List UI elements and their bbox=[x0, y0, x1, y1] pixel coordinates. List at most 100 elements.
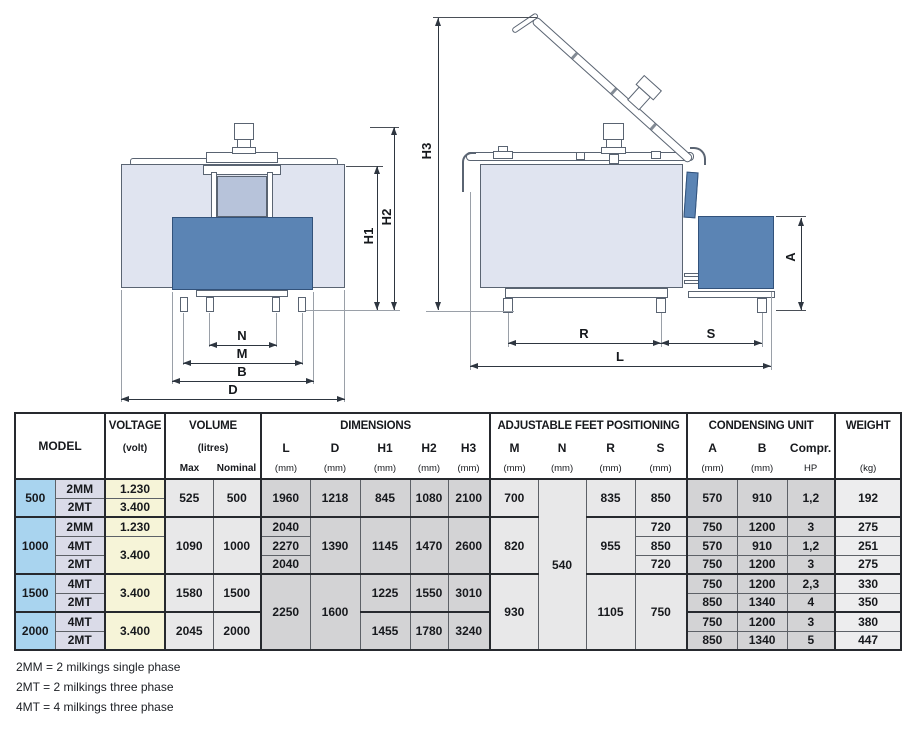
cell-sub: 2MM bbox=[54, 478, 106, 499]
header-row-groups: MODEL VOLTAGE VOLUME DIMENSIONS ADJUSTAB… bbox=[15, 413, 902, 479]
dim-label-r: R bbox=[579, 326, 589, 341]
cell-nom: 1500 bbox=[212, 573, 262, 613]
cell-H1: 1455 bbox=[359, 611, 411, 651]
dim-line-r bbox=[508, 339, 661, 346]
dim-label-d: D bbox=[228, 382, 238, 397]
cell-sub: 2MM bbox=[54, 516, 106, 537]
header-weight: WEIGHT bbox=[834, 413, 902, 437]
cell-max: 525 bbox=[164, 478, 214, 518]
ext-line bbox=[771, 292, 772, 370]
lid-coupling bbox=[610, 87, 618, 95]
header-unit-mm: (mm) bbox=[260, 459, 310, 480]
side-leg bbox=[656, 298, 666, 313]
header-dimensions: DIMENSIONS bbox=[259, 413, 491, 437]
cell-S: 750 bbox=[634, 573, 688, 651]
ext-line bbox=[661, 313, 662, 347]
header-unit-mm: (mm) bbox=[310, 459, 360, 480]
ext-line bbox=[183, 313, 184, 365]
ext-line bbox=[470, 192, 471, 370]
cell-max: 2045 bbox=[164, 611, 214, 651]
cell-compr: 3 bbox=[786, 554, 836, 575]
header-col-N: N bbox=[538, 437, 587, 459]
dim-label-h3: H3 bbox=[419, 142, 434, 160]
header-unit-mm: (mm) bbox=[538, 459, 587, 480]
side-control-panel bbox=[683, 171, 699, 219]
front-leg bbox=[206, 297, 214, 312]
cell-S: 850 bbox=[634, 478, 688, 518]
side-motor-top bbox=[603, 123, 624, 140]
cell-wt: 380 bbox=[834, 611, 902, 632]
cell-D: 1600 bbox=[309, 573, 361, 651]
header-voltage: VOLTAGE bbox=[104, 413, 165, 437]
dim-line-n bbox=[209, 341, 277, 348]
ext-line bbox=[313, 292, 314, 384]
cell-A: 750 bbox=[686, 611, 738, 632]
cell-B: 1200 bbox=[736, 516, 788, 537]
a-top-tick bbox=[776, 216, 806, 217]
side-motor-stem bbox=[609, 154, 619, 164]
lid-hinge-curve bbox=[690, 147, 706, 165]
header-row-sub: (volt) (litres) L D H1 H2 H3 M N R S A B… bbox=[15, 437, 902, 459]
ext-line bbox=[121, 290, 122, 402]
cell-wt: 192 bbox=[834, 478, 902, 518]
header-model: MODEL bbox=[15, 413, 105, 479]
cell-M: 930 bbox=[489, 573, 539, 651]
cell-max: 1090 bbox=[164, 516, 214, 575]
side-fitting bbox=[651, 151, 661, 159]
cell-sub: 4MT bbox=[54, 573, 106, 594]
dim-line-l bbox=[470, 362, 771, 369]
cell-L: 2250 bbox=[260, 573, 311, 651]
cell-H3: 2100 bbox=[447, 478, 491, 518]
front-motor-top bbox=[234, 123, 254, 140]
dim-line-b bbox=[172, 377, 314, 384]
cell-H2: 1470 bbox=[409, 516, 449, 575]
cell-wt: 447 bbox=[834, 630, 902, 651]
cell-compr: 5 bbox=[786, 630, 836, 651]
header-col-L: L bbox=[260, 437, 310, 459]
front-condensing-unit bbox=[172, 217, 313, 290]
h1-top-tick bbox=[346, 166, 383, 167]
cell-A: 850 bbox=[686, 592, 738, 613]
cell-sub: 2MT bbox=[54, 554, 106, 575]
legend-line: 4MT = 4 milkings three phase bbox=[16, 700, 174, 714]
ext-line bbox=[209, 313, 210, 347]
cell-H1: 1225 bbox=[359, 573, 411, 613]
side-base-bar bbox=[688, 291, 775, 298]
cell-compr: 4 bbox=[786, 592, 836, 613]
cell-B: 1340 bbox=[736, 630, 788, 651]
side-fitting bbox=[576, 152, 585, 160]
dim-label-m: M bbox=[236, 346, 248, 361]
header-volt-spacer bbox=[104, 459, 165, 480]
cell-H1: 845 bbox=[359, 478, 411, 518]
cell-B: 1340 bbox=[736, 592, 788, 613]
header-row-units: Max Nominal (mm) (mm) (mm) (mm) (mm) (mm… bbox=[15, 459, 902, 480]
ext-line bbox=[302, 313, 303, 365]
cell-A: 750 bbox=[686, 573, 738, 594]
spec-table-header: MODEL VOLTAGE VOLUME DIMENSIONS ADJUSTAB… bbox=[15, 413, 902, 480]
header-unit-mm: (mm) bbox=[489, 459, 539, 480]
header-volt-unit: (volt) bbox=[104, 437, 165, 459]
spec-table-container: MODEL VOLTAGE VOLUME DIMENSIONS ADJUSTAB… bbox=[14, 412, 903, 651]
dim-line-h1 bbox=[373, 166, 380, 310]
cell-H3: 3240 bbox=[447, 611, 491, 651]
cell-H2: 1550 bbox=[409, 573, 449, 613]
header-feet: ADJUSTABLE FEET POSITIONING bbox=[489, 413, 688, 437]
dim-label-a: A bbox=[783, 252, 798, 262]
dim-line-d bbox=[121, 395, 345, 402]
technical-drawings: H1 H2 N M B D bbox=[121, 12, 806, 402]
cell-S: 850 bbox=[634, 535, 688, 556]
front-motor-base bbox=[232, 147, 256, 154]
cell-nom: 1000 bbox=[212, 516, 262, 575]
cell-volt: 1.230 bbox=[104, 516, 166, 537]
cell-volt: 3.400 bbox=[104, 573, 166, 613]
cell-wt: 251 bbox=[834, 535, 902, 556]
cell-H1: 1145 bbox=[359, 516, 411, 575]
